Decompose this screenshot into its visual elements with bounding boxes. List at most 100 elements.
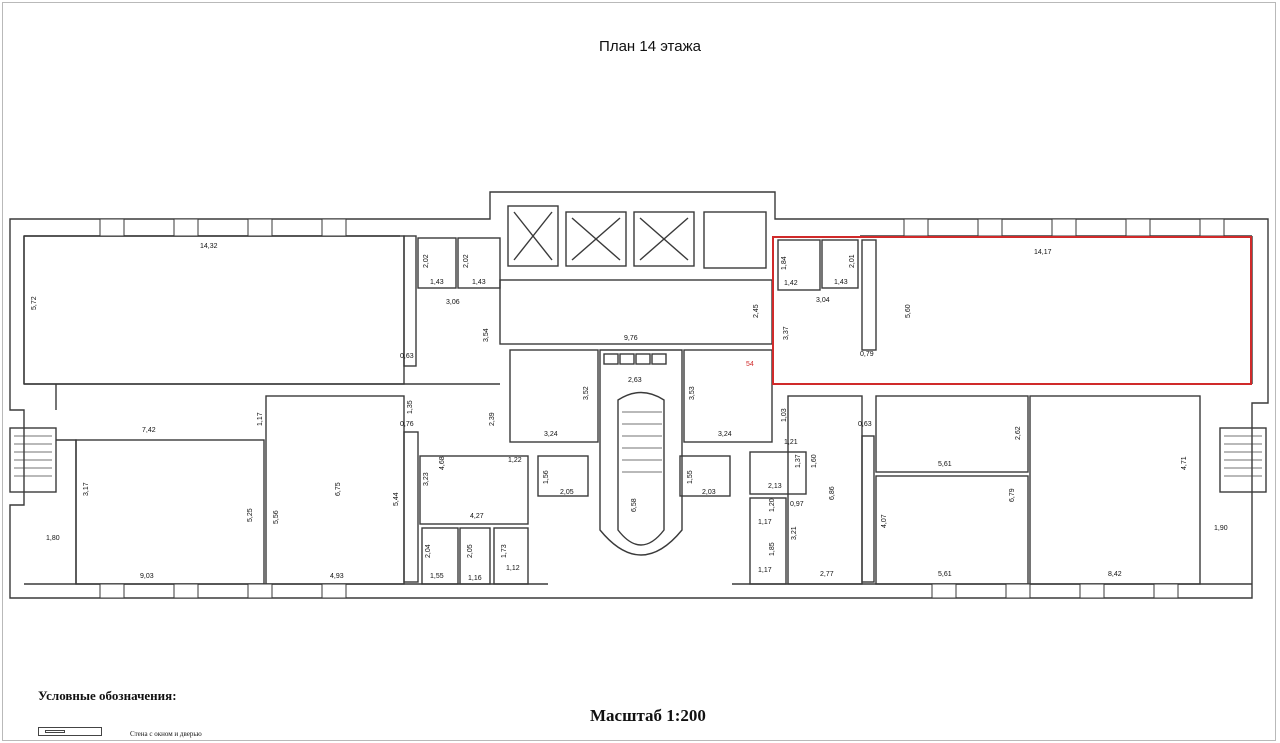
dim-label: 7,42 bbox=[142, 427, 156, 434]
dim-label: 5,44 bbox=[393, 492, 400, 506]
dim-label: 3,06 bbox=[446, 299, 460, 306]
dim-label: 6,75 bbox=[335, 482, 342, 496]
dim-label: 1,42 bbox=[784, 280, 798, 287]
dim-label: 1,84 bbox=[781, 256, 788, 270]
room-wc-1 bbox=[417, 237, 457, 289]
dim-label: 2,02 bbox=[423, 254, 430, 268]
column-right-2 bbox=[861, 435, 875, 583]
dim-label: 6,58 bbox=[631, 498, 638, 512]
scale-label: Масштаб 1:200 bbox=[590, 706, 706, 725]
dim-label: 3,21 bbox=[791, 526, 798, 540]
dim-label: 4,93 bbox=[330, 573, 344, 580]
dim-label: 2,04 bbox=[425, 544, 432, 558]
dim-label: 0,79 bbox=[860, 351, 874, 358]
dim-label: 2,02 bbox=[463, 254, 470, 268]
dim-label: 2,13 bbox=[768, 483, 782, 490]
dim-label: 3,24 bbox=[718, 431, 732, 438]
dim-label: 1,90 bbox=[1214, 525, 1228, 532]
dim-label: 4,07 bbox=[881, 514, 888, 528]
dim-label: 8,42 bbox=[1108, 571, 1122, 578]
room-south-wc-1 bbox=[421, 527, 459, 585]
dim-label: 3,52 bbox=[583, 386, 590, 400]
dim-label: 1,85 bbox=[769, 542, 776, 556]
room-southeast-1 bbox=[749, 451, 807, 495]
stairwell bbox=[599, 349, 683, 556]
dim-label: 1,17 bbox=[758, 567, 772, 574]
elevator-1 bbox=[507, 205, 559, 267]
dim-label: 0,63 bbox=[858, 421, 872, 428]
dim-label: 1,60 bbox=[811, 454, 818, 468]
dim-label: 3,04 bbox=[816, 297, 830, 304]
legend-wall-symbol bbox=[38, 727, 102, 736]
room-southeast-3 bbox=[787, 395, 863, 585]
column-right-1 bbox=[861, 239, 877, 351]
column-left-1 bbox=[403, 235, 417, 367]
dim-label: 0,63 bbox=[400, 353, 414, 360]
inner-wall bbox=[23, 235, 1253, 585]
dim-label: 14,17 bbox=[1034, 249, 1052, 256]
dim-label: 5,72 bbox=[31, 296, 38, 310]
dim-label: 3,23 bbox=[423, 472, 430, 486]
dim-label: 1,80 bbox=[46, 535, 60, 542]
dim-label: 5,61 bbox=[938, 461, 952, 468]
elevator-2 bbox=[565, 211, 627, 267]
room-southeast-2 bbox=[749, 497, 787, 585]
dim-label: 1,16 bbox=[468, 575, 482, 582]
dim-label: 1,22 bbox=[508, 457, 522, 464]
shaft bbox=[703, 211, 767, 269]
dim-label: 5,25 bbox=[247, 508, 254, 522]
dim-label: 1,43 bbox=[834, 279, 848, 286]
room-ne-wc-1 bbox=[777, 239, 821, 291]
dim-label: 1,03 bbox=[781, 408, 788, 422]
dim-label: 1,43 bbox=[430, 279, 444, 286]
dim-label: 2,05 bbox=[560, 489, 574, 496]
dim-label: 1,43 bbox=[472, 279, 486, 286]
column-left-2 bbox=[403, 431, 419, 583]
dim-label: 1,12 bbox=[506, 565, 520, 572]
dim-label: 14,32 bbox=[200, 243, 218, 250]
dim-label: 4,68 bbox=[439, 456, 446, 470]
dim-label: 5,56 bbox=[273, 510, 280, 524]
dim-label: 0,97 bbox=[790, 501, 804, 508]
room-southwest-1 bbox=[75, 439, 265, 585]
dim-label: 1,55 bbox=[687, 470, 694, 484]
legend-item-wall: Стена с окном и дверью bbox=[130, 730, 202, 738]
dim-label: 3,24 bbox=[544, 431, 558, 438]
dim-label: 1,35 bbox=[407, 400, 414, 414]
dim-label: 1,20 bbox=[769, 498, 776, 512]
dim-label: 1,17 bbox=[257, 412, 264, 426]
dim-label: 1,17 bbox=[758, 519, 772, 526]
dim-label: 9,03 bbox=[140, 573, 154, 580]
room-southeast-4 bbox=[875, 395, 1029, 473]
dim-label: 2,03 bbox=[702, 489, 716, 496]
dim-label: 2,05 bbox=[467, 544, 474, 558]
room-west-upper bbox=[23, 235, 405, 385]
lobby-left bbox=[509, 349, 599, 443]
room-lift-right bbox=[679, 455, 731, 497]
room-south-wc-3 bbox=[493, 527, 529, 585]
dim-label: 1,21 bbox=[784, 439, 798, 446]
dim-label: 3,37 bbox=[783, 326, 790, 340]
room-ne-wc-2 bbox=[821, 239, 859, 289]
dim-label: 5,61 bbox=[938, 571, 952, 578]
dim-label: 2,63 bbox=[628, 377, 642, 384]
dim-label: 3,54 bbox=[483, 328, 490, 342]
dim-label: 6,79 bbox=[1009, 488, 1016, 502]
legend-title: Условные обозначения: bbox=[38, 688, 177, 703]
plan-title: План 14 этажа bbox=[599, 38, 701, 55]
room-lift-left bbox=[537, 455, 589, 497]
lobby-right bbox=[683, 349, 773, 443]
dim-label: 2,01 bbox=[849, 254, 856, 268]
dim-label: 1,37 bbox=[795, 454, 802, 468]
room-south-mid bbox=[419, 455, 529, 525]
dim-label: 5,60 bbox=[905, 304, 912, 318]
room-southeast-6 bbox=[1029, 395, 1201, 585]
dim-label: 2,62 bbox=[1015, 426, 1022, 440]
dim-label: 3,53 bbox=[689, 386, 696, 400]
dim-label: 1,73 bbox=[501, 544, 508, 558]
room-southeast-5 bbox=[875, 475, 1029, 585]
dim-label: 4,27 bbox=[470, 513, 484, 520]
dim-label: 9,76 bbox=[624, 335, 638, 342]
